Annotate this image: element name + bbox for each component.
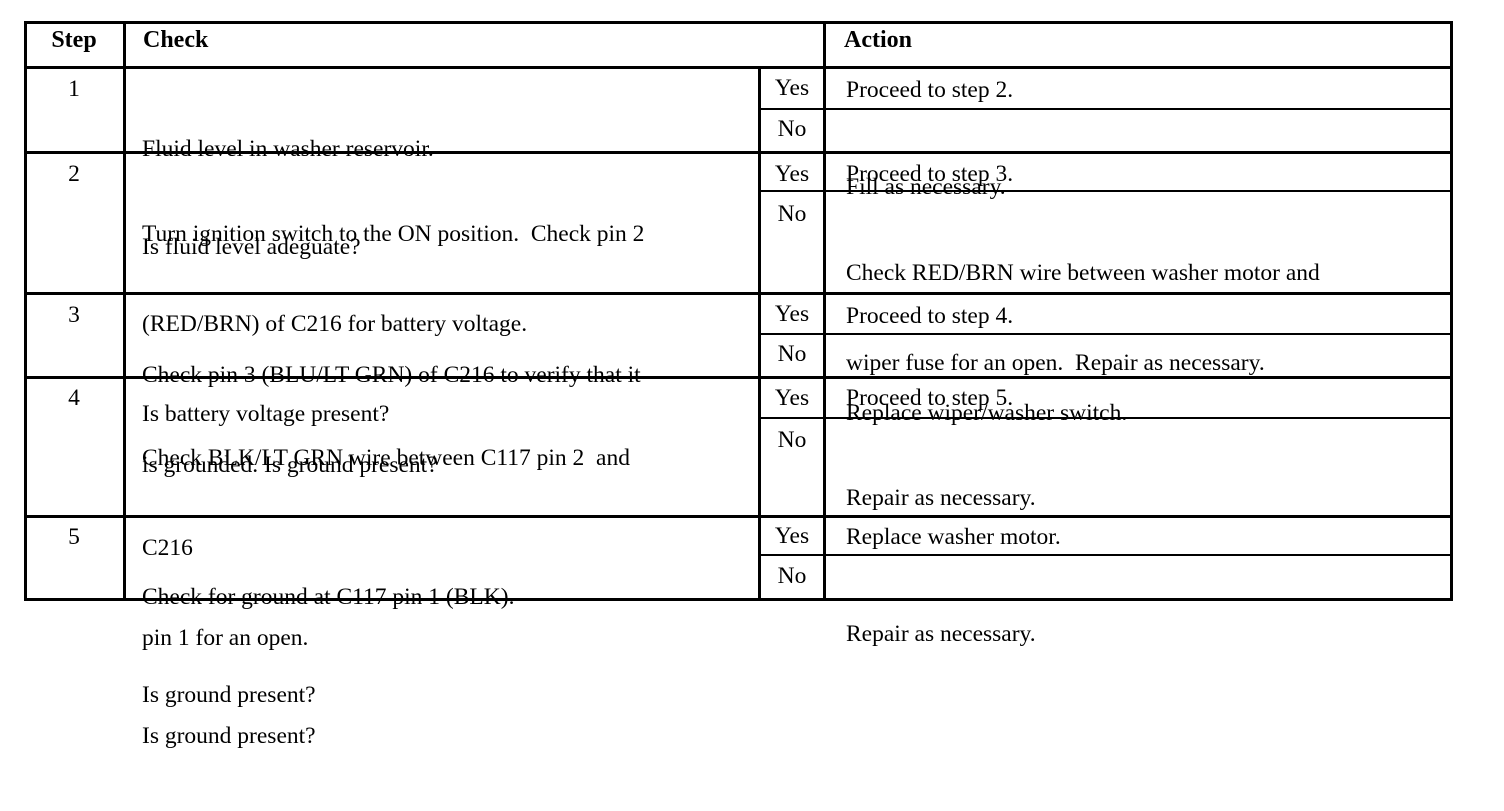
step-number: 4 (68, 385, 80, 411)
yes-no-divider (758, 554, 1453, 556)
yes-no-divider (758, 417, 1453, 419)
no-action: Repair as necessary. (846, 559, 1446, 709)
check-line: (RED/BRN) of C216 for battery voltage. (142, 311, 528, 337)
yes-label: Yes (774, 385, 810, 411)
step-number: 3 (68, 302, 80, 328)
no-action: Replace wiper/washer switch. (846, 338, 1446, 488)
yes-label: Yes (774, 301, 810, 327)
step-number: 2 (68, 161, 80, 187)
table-border-right (1450, 21, 1453, 601)
header-divider (24, 66, 1453, 69)
no-action-line: wiper fuse for an open. Repair as necess… (846, 350, 1265, 376)
yes-label: Yes (774, 523, 810, 549)
no-action: Check RED/BRN wire between washer motor … (846, 198, 1446, 438)
yes-action: Proceed to step 4. (846, 303, 1014, 329)
no-action-line: Check RED/BRN wire between washer motor … (846, 260, 1320, 286)
check-line: Check for ground at C117 pin 1 (BLK). (142, 584, 515, 610)
check-line: Check pin 3 (BLU/LT GRN) of C216 to veri… (142, 362, 641, 388)
no-action-line: Repair as necessary. (846, 621, 1036, 647)
check-line: Turn ignition switch to the ON position.… (142, 221, 645, 247)
yes-action: Proceed to step 2. (846, 77, 1014, 103)
row-divider (24, 151, 1453, 154)
check-line: is grounded. Is ground present? (142, 452, 438, 478)
no-action-line: Repair as necessary. (846, 485, 1036, 511)
check-line: C216 (142, 535, 193, 561)
divider-yesno-action (823, 21, 826, 601)
row-divider (24, 515, 1453, 518)
no-label: No (777, 563, 807, 589)
check-line: Check BLK/LT GRN wire between C117 pin 2… (142, 445, 630, 471)
row-divider (24, 376, 1453, 379)
yes-no-divider (758, 190, 1453, 192)
yes-action: Proceed to step 3. (846, 161, 1014, 187)
table-border-left (24, 21, 27, 601)
step-number: 1 (68, 76, 80, 102)
check-line: Is ground present? (142, 682, 316, 708)
no-label: No (777, 201, 807, 227)
table-border-top (24, 21, 1453, 24)
check-text: Check pin 3 (BLU/LT GRN) of C216 to veri… (142, 300, 762, 540)
check-line: Is fluid level adeguate? (142, 234, 361, 260)
header-action: Action (844, 27, 912, 53)
header-step: Step (51, 27, 97, 53)
no-action: Fill as necessary. (846, 112, 1446, 262)
check-text: Fluid level in washer reservoir. Is flui… (142, 74, 762, 322)
check-line: Fluid level in washer reservoir. (142, 136, 434, 162)
divider-step-check (123, 21, 126, 601)
check-text: Check for ground at C117 pin 1 (BLK). Is… (142, 522, 762, 770)
yes-no-divider (758, 108, 1453, 110)
yes-action: Proceed to step 5. (846, 385, 1014, 411)
no-action-line: Replace wiper/washer switch. (846, 400, 1128, 426)
check-text: Turn ignition switch to the ON position.… (142, 159, 762, 489)
step-number: 5 (68, 524, 80, 550)
check-line: Is battery voltage present? (142, 401, 390, 427)
no-label: No (777, 116, 807, 142)
no-action: Repair as necessary. (846, 423, 1446, 573)
yes-action: Replace washer motor. (846, 524, 1061, 550)
yes-label: Yes (774, 75, 810, 101)
row-divider (24, 292, 1453, 295)
diagnostic-table: Step Check Action 1 Fluid level in washe… (24, 21, 1453, 749)
no-label: No (777, 427, 807, 453)
header-check: Check (143, 27, 209, 53)
yes-label: Yes (774, 161, 810, 187)
yes-no-divider (758, 333, 1453, 335)
table-border-bottom (24, 598, 1453, 601)
no-action-line: Fill as necessary. (846, 174, 1006, 200)
no-label: No (777, 341, 807, 367)
